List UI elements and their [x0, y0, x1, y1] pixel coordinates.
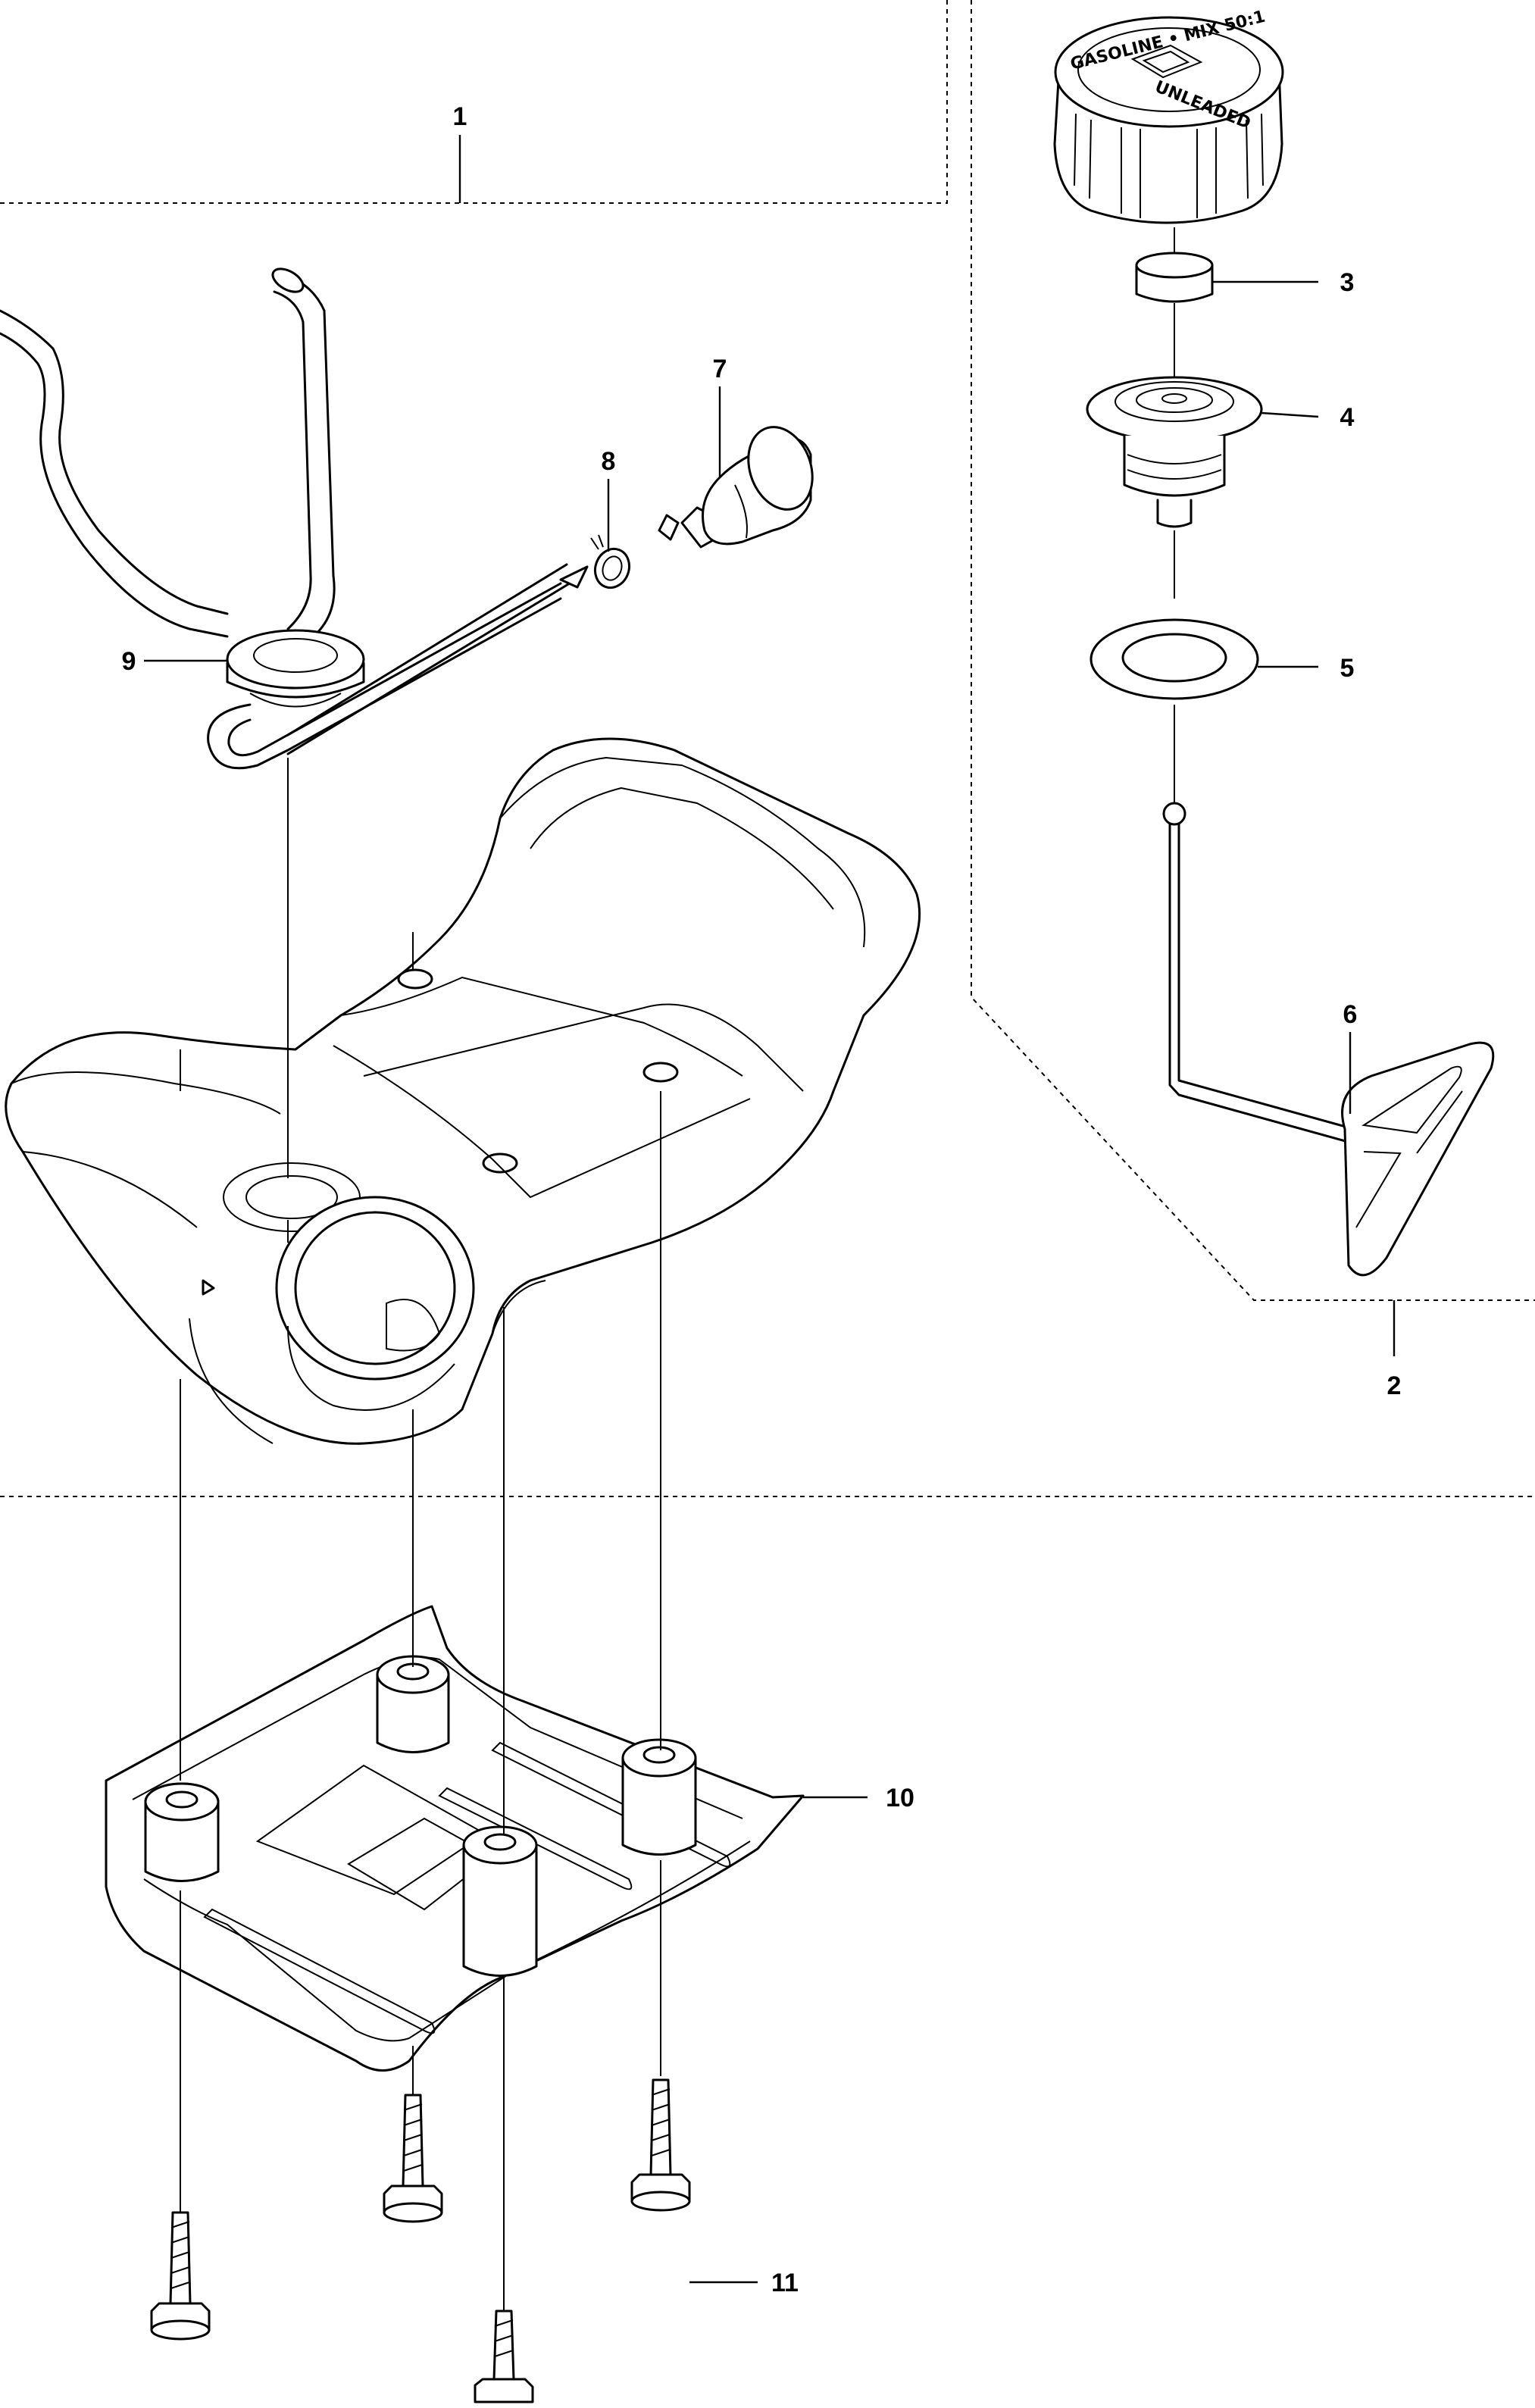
guard-slot-1: [203, 1908, 436, 2034]
screws: [150, 2078, 691, 2403]
callout-7: 7: [713, 355, 727, 383]
fuel-pickup-line: [286, 563, 577, 755]
leader-4: [1261, 411, 1319, 418]
fuel-filter: [658, 426, 814, 549]
callout-9: 9: [122, 647, 136, 676]
screw-2: [383, 2094, 443, 2223]
callout-4: 4: [1340, 403, 1355, 432]
tank-filler-neck: [275, 1196, 475, 1381]
guard-slot-2: [491, 1741, 731, 1868]
guard-boss-2: [376, 1655, 450, 1753]
cap-strap-loop: [1341, 1041, 1495, 1277]
fuel-cap-top: [1054, 16, 1284, 128]
assembly-boundaries: [0, 0, 1535, 1497]
tank-mount-hole-2: [642, 1062, 679, 1083]
tank-guard-plate: [105, 1605, 805, 2072]
tank-mount-hole-1: [397, 968, 433, 990]
hose-clamp: [590, 534, 631, 589]
callout-1: 1: [453, 102, 467, 131]
callout-2: 2: [1387, 1371, 1402, 1400]
tank-mount-hole-3: [482, 1152, 518, 1174]
screw-3: [474, 2309, 534, 2403]
callout-11: 11: [771, 2269, 799, 2297]
tank-guard: [105, 1605, 805, 2072]
fuel-tank-body: [5, 737, 921, 1445]
fuel-cap-assembly: GASOLINE • MIX 50:1 UNLEADED: [1053, 8, 1284, 224]
cap-strap: [1162, 802, 1495, 1277]
callout-8: 8: [602, 447, 616, 476]
assembly-axes: [180, 758, 661, 2311]
cap-plug: [1135, 252, 1214, 303]
guard-boss-3: [621, 1738, 697, 1856]
screw-4: [630, 2078, 691, 2212]
guard-boss-4: [462, 1825, 538, 1977]
fuel-cap-top-inner: [1077, 27, 1261, 112]
boundary-group-1: [0, 0, 948, 204]
callout-10: 10: [886, 1784, 914, 1812]
guard-slot-3: [438, 1787, 633, 1890]
leader-lines: [144, 135, 1396, 2284]
callout-5: 5: [1340, 654, 1355, 683]
callout-6: 6: [1343, 1000, 1358, 1029]
fuel-hose-loop: [207, 582, 562, 770]
screw-1: [150, 2211, 211, 2341]
fuel-grommet: [226, 629, 365, 690]
fuel-hose-right: [273, 271, 336, 646]
guard-boss-1: [144, 1782, 220, 1882]
fuel-cap-ribs: [1074, 113, 1264, 218]
boundary-group-2: [971, 0, 1535, 1301]
callout-3: 3: [1340, 268, 1355, 297]
fuel-hose-assembly: [0, 267, 589, 770]
fuel-cap-emblem: [1130, 44, 1203, 79]
fuel-tank: [5, 737, 921, 1445]
callouts: 1 2 3 4 5 6 7 8 9 10 11: [122, 102, 1402, 2297]
fuel-hose-left: [0, 309, 229, 638]
cap-vent-valve: [1086, 376, 1263, 528]
cap-gasket: [1090, 618, 1259, 700]
